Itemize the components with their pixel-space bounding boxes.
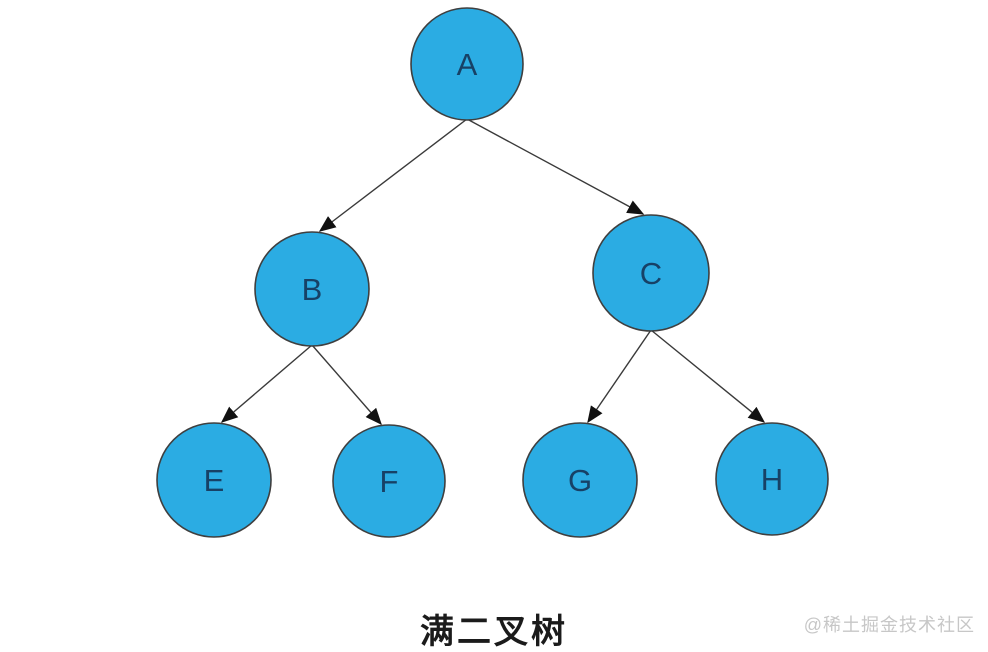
node-label-A: A [457,47,478,82]
watermark-text: @稀土掘金技术社区 [803,615,975,635]
tree-edge-A-B [318,118,468,232]
node-circle-C [592,214,710,332]
node-label-H: H [761,462,783,497]
tree-node-F: F [332,424,446,538]
tree-node-G: G [522,422,638,538]
tree-node-B: B [254,231,370,347]
tree-edge-B-E [220,344,313,423]
node-circle-A [410,7,524,121]
node-circle-F [332,424,446,538]
tree-edge-C-H [650,329,766,423]
node-label-C: C [640,256,662,291]
tree-node-E: E [156,422,272,538]
node-label-G: G [568,463,592,498]
tree-node-H: H [715,422,829,536]
tree-edge-C-G [587,329,652,424]
tree-node-A: A [410,7,524,121]
node-circle-G [522,422,638,538]
node-label-E: E [204,463,225,498]
node-circle-B [254,231,370,347]
tree-node-C: C [592,214,710,332]
node-circle-H [715,422,829,536]
tree-edge-A-C [466,118,645,215]
tree-edge-B-F [311,344,382,426]
node-circle-E [156,422,272,538]
node-label-B: B [302,272,323,307]
diagram-caption: 满二叉树 [420,614,568,651]
node-label-F: F [380,464,399,499]
